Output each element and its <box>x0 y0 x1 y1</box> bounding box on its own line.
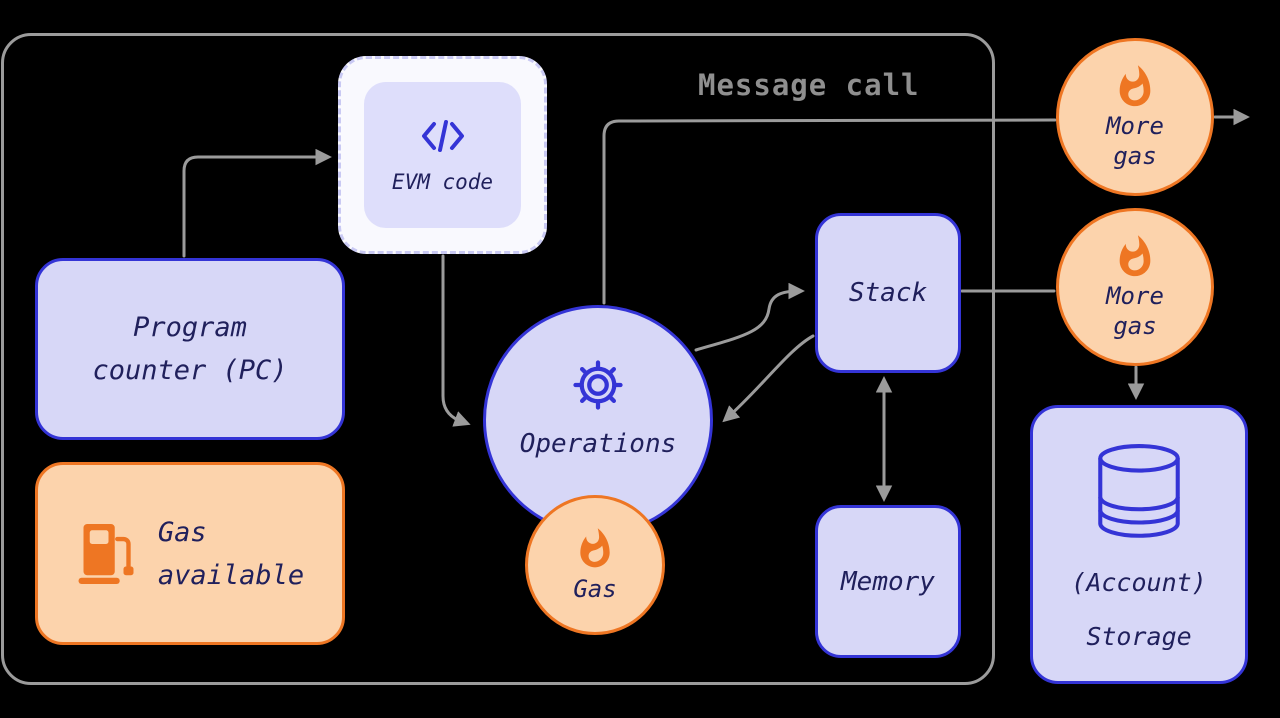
gas-label: Gas <box>573 575 617 603</box>
more-gas-mid-label-line2: gas <box>1113 312 1157 340</box>
program-counter-node: Program counter (PC) <box>35 258 345 440</box>
program-counter-label-line1: Program <box>133 312 247 343</box>
more-gas-mid-label-line1: More <box>1106 282 1164 310</box>
arrow-pc-to-evm <box>182 148 332 258</box>
gas-node: Gas <box>525 495 665 635</box>
evm-code-node: EVM code <box>338 56 547 254</box>
more-gas-top-label-line1: More <box>1106 112 1164 140</box>
program-counter-label-line2: counter (PC) <box>92 355 288 386</box>
storage-label-line1: (Account) <box>1071 567 1207 597</box>
operations-label: Operations <box>519 429 677 459</box>
more-gas-mid-node: More gas <box>1056 208 1214 366</box>
flame-icon <box>580 528 610 568</box>
gas-available-label-line2: available <box>157 559 305 591</box>
line-operations-to-moregas-top <box>602 118 1057 305</box>
memory-label: Memory <box>841 566 935 597</box>
memory-node: Memory <box>815 505 961 658</box>
more-gas-top-label-line2: gas <box>1113 142 1157 170</box>
stack-label: Stack <box>848 278 928 308</box>
evm-code-label: EVM code <box>391 170 494 194</box>
stack-node: Stack <box>815 213 961 373</box>
evm-code-inner: EVM code <box>364 82 521 228</box>
gas-available-label-line1: Gas <box>157 516 207 548</box>
more-gas-top-node: More gas <box>1056 38 1214 196</box>
arrow-evm-to-operations <box>441 254 471 427</box>
flame-icon <box>1119 235 1151 277</box>
arrow-stack-to-operations <box>722 334 815 423</box>
gear-icon <box>573 360 623 410</box>
storage-label-line2: Storage <box>1086 622 1192 651</box>
flame-icon <box>1119 65 1151 107</box>
database-icon <box>1098 444 1180 538</box>
gas-available-node: Gas available <box>35 462 345 645</box>
message-call-frame <box>1 33 995 685</box>
message-call-title: Message call <box>698 68 920 102</box>
code-icon <box>421 120 464 152</box>
account-storage-node: (Account) Storage <box>1030 405 1248 684</box>
gas-pump-icon <box>78 523 134 584</box>
arrow-operations-to-stack <box>694 282 805 352</box>
